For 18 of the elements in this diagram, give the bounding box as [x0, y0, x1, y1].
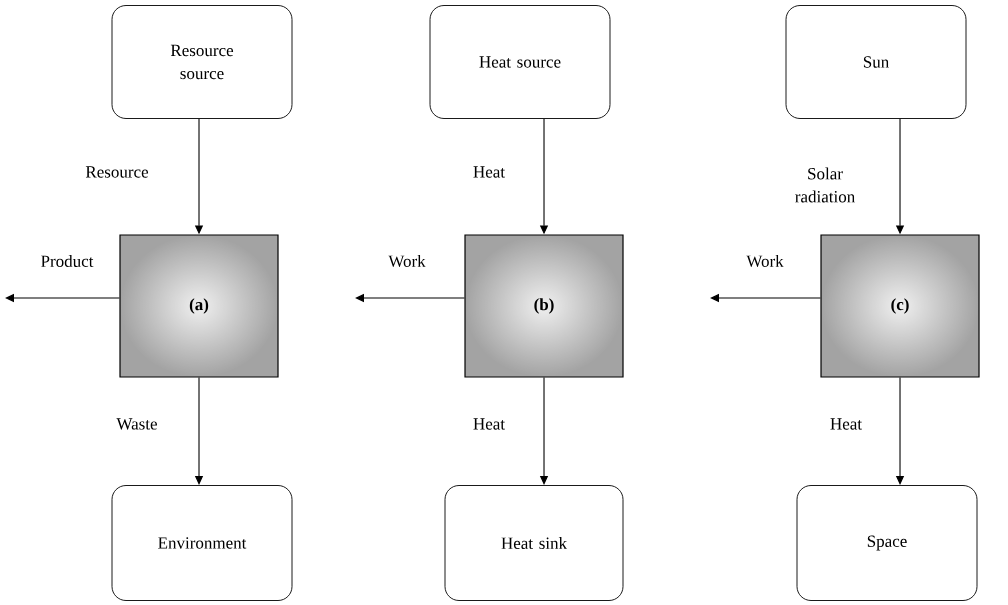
edge-label: Product	[41, 255, 94, 267]
rounded-box: Environment	[111, 485, 293, 601]
process-square: (c)	[820, 234, 980, 378]
rounded-box: Heat source	[429, 5, 611, 119]
edge-label: Heat	[473, 418, 505, 430]
edge-label: Heat	[473, 166, 505, 178]
edge-label: Waste	[116, 418, 157, 430]
edge-label: Heat	[830, 418, 862, 430]
rounded-box: Heat sink	[444, 485, 624, 601]
edge-label: Work	[388, 255, 426, 267]
rounded-box: Sun	[785, 5, 967, 119]
rounded-box: Resource source	[111, 5, 293, 119]
process-square: (a)	[119, 234, 279, 378]
edge-label: Solar radiation	[795, 167, 855, 203]
edge-label: Resource	[85, 166, 149, 178]
edge-label: Work	[746, 255, 784, 267]
process-square: (b)	[464, 234, 624, 378]
rounded-box: Space	[796, 485, 978, 601]
